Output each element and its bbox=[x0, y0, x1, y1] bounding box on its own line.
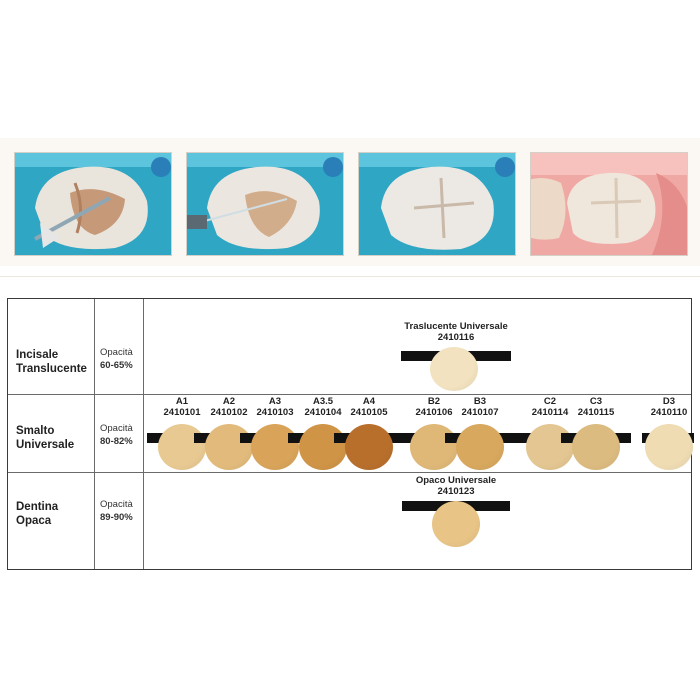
shade-name: A4 bbox=[362, 396, 376, 407]
category-line: Incisale bbox=[16, 349, 59, 361]
photo-step-4 bbox=[530, 152, 688, 256]
photo-step-3 bbox=[358, 152, 516, 256]
shade-disc bbox=[299, 424, 347, 470]
shade-disc bbox=[645, 424, 693, 470]
photo-step-2 bbox=[186, 152, 344, 256]
shade-code: 2410106 bbox=[415, 407, 453, 418]
shade-disc bbox=[251, 424, 299, 470]
shade-code: 2410114 bbox=[531, 407, 569, 418]
category-line: Dentina bbox=[16, 501, 59, 513]
shade-name: A3 bbox=[268, 396, 282, 407]
shade-disc bbox=[430, 347, 478, 391]
shade-code: 2410116 bbox=[437, 332, 475, 343]
opacity-label: Opacità bbox=[100, 499, 133, 510]
shade-disc bbox=[572, 424, 620, 470]
category-incisal-translucent: Incisale Translucente bbox=[16, 348, 100, 376]
shade-code: 2410107 bbox=[461, 407, 499, 418]
shade-name: A1 bbox=[175, 396, 189, 407]
shade-disc bbox=[410, 424, 458, 470]
category-line: Universale bbox=[16, 439, 75, 451]
opacity-label: Opacità bbox=[100, 347, 133, 358]
shade-table: Incisale Translucente Opacità 60-65% Sma… bbox=[7, 298, 694, 570]
shade-disc bbox=[205, 424, 253, 470]
shade-name: B3 bbox=[473, 396, 487, 407]
row-divider bbox=[8, 394, 691, 395]
divider bbox=[0, 276, 700, 277]
shade-name: Traslucente Universale bbox=[404, 321, 508, 332]
shade-disc bbox=[345, 424, 393, 470]
shade-disc bbox=[432, 501, 480, 547]
shade-disc bbox=[526, 424, 574, 470]
shade-code: 2410123 bbox=[437, 486, 475, 497]
opacity-cell: Opacità 89-90% bbox=[100, 498, 150, 524]
clinical-photo-strip bbox=[0, 138, 700, 266]
shade-code: 2410101 bbox=[163, 407, 201, 418]
shade-code: 2410110 bbox=[650, 407, 688, 418]
row-divider bbox=[8, 472, 691, 473]
shade-translucent-universal: Traslucente Universale 2410116 bbox=[386, 321, 526, 391]
shade-name: D3 bbox=[662, 396, 676, 407]
shade-name: B2 bbox=[427, 396, 441, 407]
shade-name: C3 bbox=[589, 396, 603, 407]
photo-step-1 bbox=[14, 152, 172, 256]
opacity-cell: Opacità 80-82% bbox=[100, 422, 150, 448]
column-divider bbox=[143, 299, 144, 569]
opacity-value: 60-65% bbox=[100, 360, 133, 371]
shade-name: Opaco Universale bbox=[415, 475, 497, 486]
shade-name: A2 bbox=[222, 396, 236, 407]
shade-code: 2410104 bbox=[304, 407, 342, 418]
shade-disc bbox=[456, 424, 504, 470]
opacity-label: Opacità bbox=[100, 423, 133, 434]
category-opaque-dentin: Dentina Opaca bbox=[16, 500, 100, 528]
shade-opaque-universal: Opaco Universale 2410123 bbox=[396, 475, 516, 547]
shade-name: A3.5 bbox=[312, 396, 334, 407]
category-line: Translucente bbox=[16, 363, 87, 375]
shade-code: 2410115 bbox=[577, 407, 615, 418]
opacity-value: 80-82% bbox=[100, 436, 133, 447]
column-divider bbox=[94, 299, 95, 569]
shade-name: C2 bbox=[543, 396, 557, 407]
shade-code: 2410103 bbox=[256, 407, 294, 418]
shade-code: 2410102 bbox=[210, 407, 248, 418]
category-enamel-universal: Smalto Universale bbox=[16, 424, 100, 452]
shade-code: 2410105 bbox=[350, 407, 388, 418]
category-line: Opaca bbox=[16, 515, 52, 527]
opacity-value: 89-90% bbox=[100, 512, 133, 523]
category-line: Smalto bbox=[16, 425, 55, 437]
opacity-cell: Opacità 60-65% bbox=[100, 346, 150, 372]
shade-disc bbox=[158, 424, 206, 470]
